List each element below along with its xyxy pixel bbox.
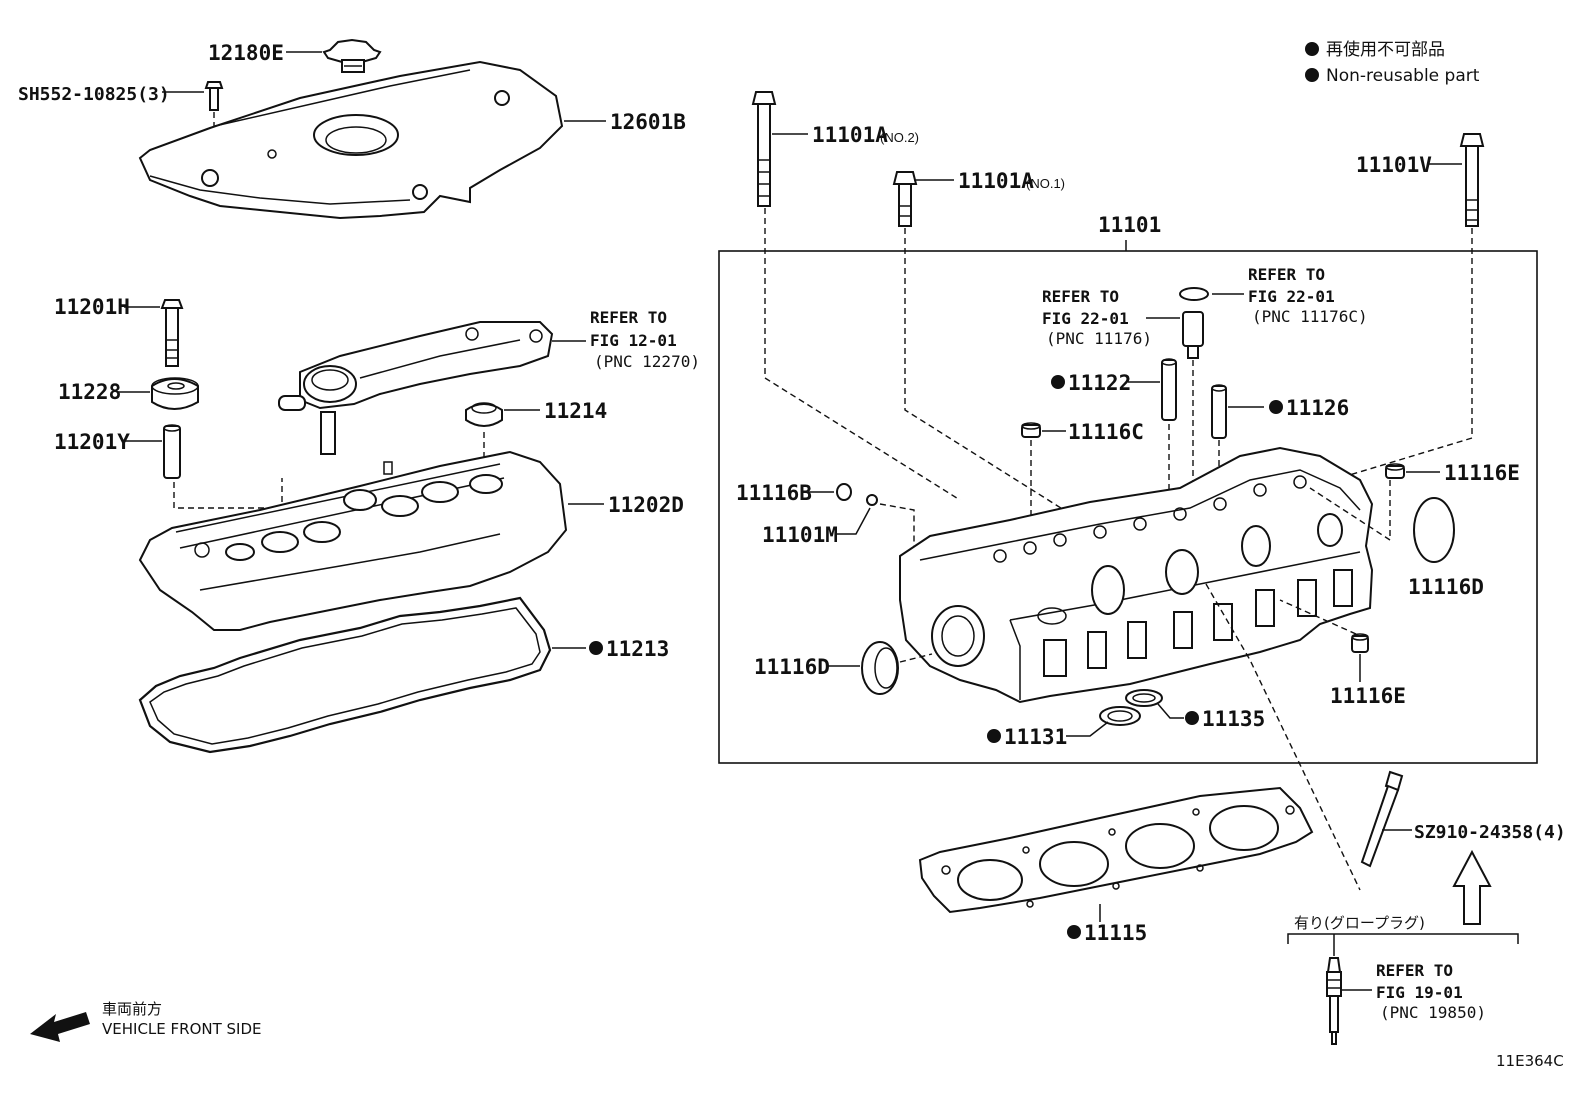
head-bolt-no1-icon — [892, 171, 918, 227]
label-SH552-10825: SH552-10825(3) — [18, 84, 170, 105]
valve-stem-seal-icon — [1182, 311, 1204, 359]
grommet-icon — [151, 377, 199, 410]
ref-fig22b-line3: (PNC 11176C) — [1252, 307, 1368, 326]
label-12180E: 12180E — [208, 41, 284, 65]
ref-fig19-line3: (PNC 19850) — [1380, 1003, 1486, 1022]
seal-ring-icon — [1125, 689, 1163, 707]
ref-fig12-line3: (PNC 12270) — [594, 352, 700, 371]
legend-jp: 再使用不可部品 — [1326, 39, 1445, 60]
label-11201H: 11201H — [54, 295, 130, 319]
ref-fig19-line1: REFER TO — [1376, 961, 1453, 980]
non-reusable-bullet-icon — [1269, 400, 1283, 414]
head-assembly-box — [718, 250, 1538, 764]
breather-assembly-icon — [278, 321, 554, 455]
head-bolt-no2-icon — [751, 91, 777, 207]
label-11101A-no2: 11101A — [812, 123, 888, 147]
front-label-en: VEHICLE FRONT SIDE — [102, 1020, 262, 1038]
ref-fig22a-line2: FIG 22-01 — [1042, 309, 1129, 328]
head-bolt-v-icon — [1459, 133, 1485, 227]
label-11101A-no2-sub: (NO.2) — [880, 130, 919, 145]
ref-fig12-line1: REFER TO — [590, 308, 667, 327]
sleeve-icon — [163, 424, 181, 479]
label-11126: 11126 — [1286, 396, 1349, 420]
label-11213: 11213 — [606, 637, 669, 661]
non-reusable-bullet-icon — [1051, 375, 1065, 389]
label-SZ910-24358: SZ910-24358(4) — [1414, 822, 1566, 843]
label-11116E-bottom: 11116E — [1330, 684, 1406, 708]
glow-plug-note: 有り(グロープラグ) — [1294, 914, 1425, 932]
label-11115: 11115 — [1084, 921, 1147, 945]
label-11101A-no1: 11101A — [958, 169, 1034, 193]
valve-cover-gasket-icon — [138, 596, 552, 754]
cylinder-head-icon — [899, 446, 1374, 704]
diagram-code: 11E364C — [1496, 1052, 1564, 1070]
arrow-up-icon — [1452, 849, 1492, 925]
legend-bullet-icon — [1305, 68, 1319, 82]
ref-fig22b-line1: REFER TO — [1248, 265, 1325, 284]
non-reusable-bullet-icon — [1067, 925, 1081, 939]
oil-filler-cap-icon — [322, 38, 382, 73]
legend: 再使用不可部品 Non-reusable part — [1305, 39, 1480, 86]
bolt-icon — [160, 299, 184, 367]
label-11201Y: 11201Y — [54, 430, 130, 454]
label-11116E-top: 11116E — [1444, 461, 1520, 485]
plug-icon — [1385, 463, 1405, 479]
label-11202D: 11202D — [608, 493, 684, 517]
legend-en: Non-reusable part — [1326, 66, 1480, 86]
non-reusable-bullet-icon — [1185, 711, 1199, 725]
valve-guide-icon — [1161, 358, 1177, 421]
grommet-icon — [465, 402, 503, 427]
label-11228: 11228 — [58, 380, 121, 404]
seal-ring-icon — [1099, 706, 1141, 726]
cam-plug-icon — [861, 641, 899, 695]
ref-fig22a-line3: (PNC 11176) — [1046, 329, 1152, 348]
valve-cover-icon — [138, 450, 568, 631]
front-arrow-icon — [30, 1012, 90, 1042]
front-label-jp: 車両前方 — [102, 1000, 162, 1018]
non-reusable-bullet-icon — [987, 729, 1001, 743]
label-11214: 11214 — [544, 399, 607, 423]
valve-seal-ring-icon — [1179, 287, 1209, 301]
label-11101: 11101 — [1098, 213, 1161, 237]
label-11101A-no1-sub: (NO.1) — [1026, 176, 1065, 191]
dowel-pin-icon — [866, 494, 878, 506]
label-11131: 11131 — [1004, 725, 1067, 749]
label-12601B: 12601B — [610, 110, 686, 134]
head-gasket-icon — [918, 786, 1314, 914]
plug-icon — [836, 483, 852, 501]
label-11116C: 11116C — [1068, 420, 1144, 444]
non-reusable-bullet-icon — [589, 641, 603, 655]
bolt-icon — [204, 81, 224, 111]
ref-fig22b-line2: FIG 22-01 — [1248, 287, 1335, 306]
label-11122: 11122 — [1068, 371, 1131, 395]
label-11116D-left: 11116D — [754, 655, 830, 679]
label-11135: 11135 — [1202, 707, 1265, 731]
label-11101M: 11101M — [762, 523, 838, 547]
stud-bolt-icon — [1360, 770, 1404, 868]
ref-fig19-line2: FIG 19-01 — [1376, 983, 1463, 1002]
engine-cover-icon — [138, 60, 564, 220]
cam-plug-icon — [1413, 497, 1455, 563]
label-11116D-right: 11116D — [1408, 575, 1484, 599]
plug-icon — [1351, 633, 1369, 653]
ref-fig12-line2: FIG 12-01 — [590, 331, 677, 350]
label-11116B: 11116B — [736, 481, 812, 505]
ref-fig22a-line1: REFER TO — [1042, 287, 1119, 306]
plug-icon — [1021, 422, 1041, 438]
label-11101V: 11101V — [1356, 153, 1432, 177]
glow-plug-icon — [1326, 957, 1342, 1045]
legend-bullet-icon — [1305, 42, 1319, 56]
valve-guide-icon — [1211, 384, 1227, 439]
